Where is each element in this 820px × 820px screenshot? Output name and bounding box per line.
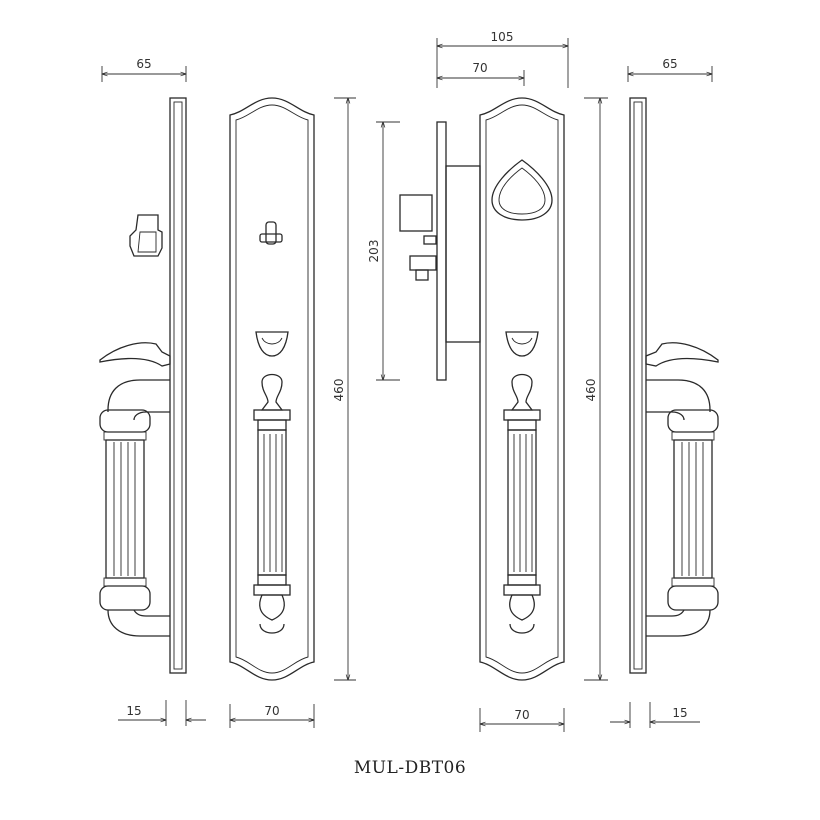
dim-mortise-backset: 70 bbox=[437, 61, 524, 86]
dim-side-left-rose: 15 bbox=[118, 700, 206, 726]
dim-side-left-rose-label: 15 bbox=[126, 704, 141, 718]
dim-side-left-depth-label: 65 bbox=[136, 57, 151, 71]
mortise-lock-body bbox=[399, 121, 481, 381]
dim-mortise-total-depth: 105 bbox=[437, 30, 568, 88]
right-side-profile bbox=[629, 97, 719, 674]
left-side-profile bbox=[99, 97, 187, 674]
dim-front-left-height: 460 bbox=[332, 98, 356, 680]
dim-side-right-depth: 65 bbox=[628, 57, 712, 82]
dim-mortise-height: 203 bbox=[367, 122, 400, 380]
dim-front-left-height-label: 460 bbox=[332, 379, 346, 402]
dim-front-right-height: 460 bbox=[584, 98, 608, 680]
dim-side-right-depth-label: 65 bbox=[662, 57, 677, 71]
dim-mortise-backset-label: 70 bbox=[472, 61, 487, 75]
dim-mortise-height-label: 203 bbox=[367, 240, 381, 263]
dim-front-right-width: 70 bbox=[480, 708, 564, 732]
dim-side-right-rose: 15 bbox=[610, 702, 700, 728]
dim-front-left-width: 70 bbox=[230, 704, 314, 728]
left-front-plate bbox=[229, 97, 315, 681]
dim-side-right-rose-label: 15 bbox=[672, 706, 687, 720]
dim-front-right-height-label: 460 bbox=[584, 379, 598, 402]
dim-front-right-width-label: 70 bbox=[514, 708, 529, 722]
dim-mortise-total-depth-label: 105 bbox=[491, 30, 514, 44]
model-code: MUL-DBT06 bbox=[353, 758, 467, 778]
dim-side-left-depth: 65 bbox=[102, 57, 186, 82]
dim-front-left-width-label: 70 bbox=[264, 704, 279, 718]
right-front-plate bbox=[479, 97, 565, 681]
